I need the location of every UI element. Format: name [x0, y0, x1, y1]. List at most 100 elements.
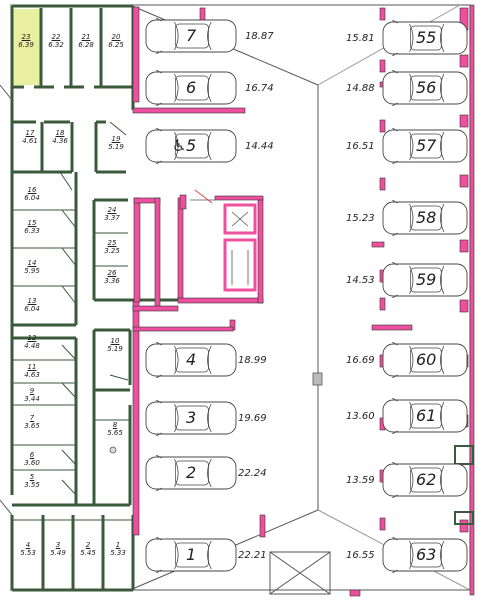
car-icon: [382, 398, 468, 434]
storage-dividers: [12, 121, 133, 521]
storage-cell-number: 2: [85, 541, 91, 549]
storage-cell-area: 5.53: [20, 549, 36, 557]
parking-spot-area: 16.74: [245, 83, 274, 94]
storage-cell-area: 4.63: [24, 371, 40, 379]
storage-cell-area: 5.45: [80, 549, 96, 557]
parking-spot-number: 58: [416, 208, 437, 227]
storage-cell-number: 14: [27, 259, 37, 267]
storage-cell-area: 6.04: [24, 305, 40, 313]
parking-spot-area: 18.99: [238, 355, 267, 366]
car-icon: [382, 20, 468, 56]
parking-spot-area: 14.44: [245, 141, 274, 152]
parking-spot-area: 14.53: [346, 275, 375, 286]
car-icon: [382, 262, 468, 298]
storage-cell-area: 5.95: [24, 267, 40, 275]
storage-cell-area: 6.28: [78, 41, 94, 49]
car-icon: [145, 342, 237, 378]
storage-cell-area: 3.55: [24, 481, 40, 489]
parking-spot-number: 55: [416, 28, 437, 47]
storage-cell-number: 1: [115, 541, 121, 549]
storage-cell-number: 23: [21, 33, 31, 41]
storage-cell-number: 22: [51, 33, 61, 41]
storage-cell-area: 3.36: [104, 277, 120, 285]
car-icon: [382, 342, 468, 378]
parking-spot-number: 60: [416, 350, 437, 369]
storage-cell-number: 19: [111, 135, 121, 143]
car-icon: [382, 128, 468, 164]
storage-cell-area: 6.25: [108, 41, 124, 49]
storage-cell-area: 5.49: [50, 549, 66, 557]
storage-cell-area: 4.48: [24, 342, 40, 350]
parking-spot-area: 16.55: [346, 550, 375, 561]
parking-spot-area: 18.87: [245, 31, 274, 42]
storage-cell-number: 15: [27, 219, 37, 227]
stair-shaft: [109, 189, 323, 454]
storage-cell-area: 3.25: [104, 247, 120, 255]
parking-spot-number: 59: [416, 270, 437, 289]
storage-cell-area: 3.60: [24, 459, 40, 467]
parking-spot-number: 3: [186, 408, 197, 427]
storage-cell-number: 5: [29, 473, 35, 481]
car-icon: [145, 400, 237, 436]
storage-cell-area: 5.19: [108, 143, 124, 151]
storage-cell-area: 6.32: [48, 41, 64, 49]
storage-cell-number: 13: [27, 297, 37, 305]
car-icon: [382, 70, 468, 106]
car-icon: [382, 462, 468, 498]
storage-cell-number: 21: [81, 33, 91, 41]
storage-cell-number: 10: [110, 337, 120, 345]
storage-cell-highlight: [12, 9, 40, 85]
parking-spot-number: 4: [186, 350, 197, 369]
car-icon: [145, 18, 237, 54]
storage-cell-area: 4.36: [52, 137, 68, 145]
parking-spot-area: 16.51: [346, 141, 375, 152]
car-icon: [145, 128, 237, 164]
parking-spot-area: 15.81: [346, 33, 375, 44]
parking-spot-area: 13.59: [346, 475, 375, 486]
parking-spot-area: 15.23: [346, 213, 375, 224]
storage-cell-number: 20: [111, 33, 121, 41]
storage-cell-number: 7: [29, 414, 35, 422]
car-icon: [382, 537, 468, 573]
storage-cell-number: 11: [27, 363, 37, 371]
parking-spot-number: 56: [416, 78, 437, 97]
storage-cell-number: 17: [25, 129, 35, 137]
storage-cell-number: 6: [29, 451, 35, 459]
storage-cell-area: 5.65: [107, 429, 123, 437]
storage-cell-area: 5.33: [110, 549, 126, 557]
parking-spot-area: 16.69: [346, 355, 375, 366]
parking-spot-number: 7: [186, 26, 197, 45]
storage-cell-number: 3: [55, 541, 61, 549]
storage-cell-number: 9: [29, 387, 35, 395]
storage-cell-number: 18: [55, 129, 65, 137]
car-icon: [145, 70, 237, 106]
storage-cell-number: 8: [112, 421, 118, 429]
parking-spot-number: 2: [186, 463, 197, 482]
